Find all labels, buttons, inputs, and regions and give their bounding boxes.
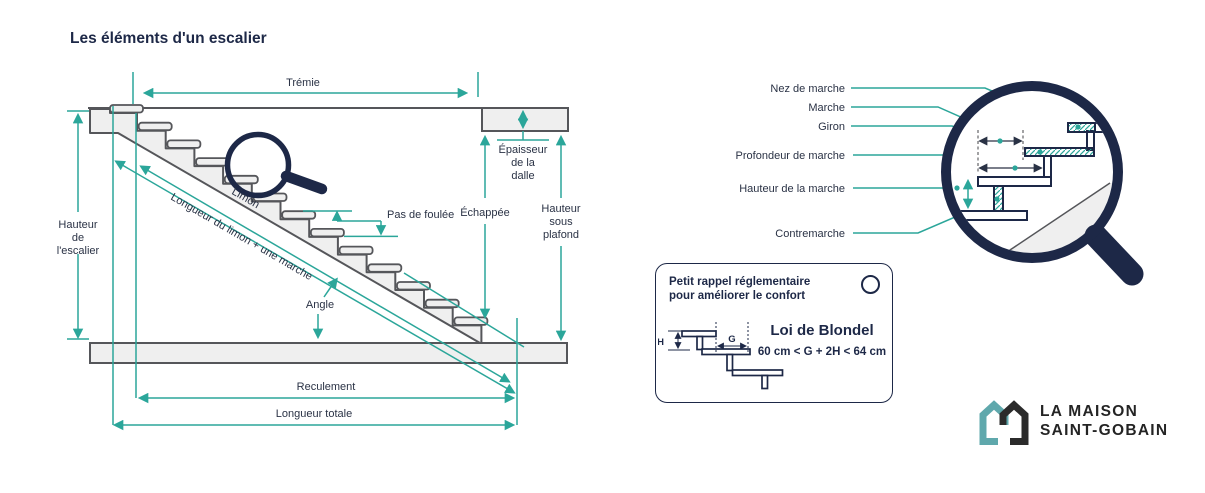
staircase-diagram: Trémie Hauteur de l'escalier Limon Longu… xyxy=(57,72,581,431)
marche-hatch xyxy=(1024,147,1095,157)
angle-arrow-up xyxy=(323,277,338,298)
label-reculement: Reculement xyxy=(297,381,356,393)
magnifier-small-handle xyxy=(280,170,328,195)
brand-logo-icon xyxy=(979,400,1029,445)
brand-logo-text: LA MAISON SAINT-GOBAIN xyxy=(1040,402,1168,440)
label-echappee: Échappée xyxy=(460,206,510,219)
label-pas-de-foulee: Pas de foulée xyxy=(387,209,454,221)
page-title: Les éléments d'un escalier xyxy=(70,30,267,47)
label-g: G xyxy=(728,334,735,345)
nosing-line xyxy=(403,272,525,348)
logo-line1: LA MAISON xyxy=(1040,403,1139,420)
label-hauteur-escalier-3: l'escalier xyxy=(57,245,100,257)
card-circle-icon xyxy=(861,275,880,294)
label-profondeur-de-marche: Profondeur de marche xyxy=(736,150,845,162)
label-epaisseur-dalle-3: dalle xyxy=(511,170,534,182)
magnifier-small-ring xyxy=(224,131,292,199)
connector-dots xyxy=(954,124,1081,202)
magnifier-large-handle xyxy=(1084,224,1144,286)
card-title-line2: pour améliorer le confort xyxy=(669,290,806,302)
limon-diagonal-lower xyxy=(114,160,516,394)
law-formula: 60 cm < G + 2H < 64 cm xyxy=(757,346,887,358)
label-h: H xyxy=(658,337,664,348)
label-hauteur-escalier-2: de xyxy=(72,232,84,244)
logo-house-dark xyxy=(999,400,1029,445)
label-giron: Giron xyxy=(818,121,845,133)
card-title: Petit rappel réglementaire pour améliore… xyxy=(669,275,810,303)
blondel-mini-diagram: H G xyxy=(658,322,784,390)
regulation-card: Petit rappel réglementaire pour améliore… xyxy=(655,263,893,403)
label-hsp-1: Hauteur xyxy=(541,203,580,215)
magnifier-small xyxy=(224,131,328,199)
label-nez-de-marche: Nez de marche xyxy=(770,83,845,95)
label-epaisseur-dalle-1: Épaisseur xyxy=(499,143,548,156)
magnifier-large-ring xyxy=(941,81,1123,263)
blondel-law: Loi de Blondel 60 cm < G + 2H < 64 cm xyxy=(756,322,888,358)
label-contremarche: Contremarche xyxy=(775,228,845,240)
dimension-lines xyxy=(67,72,567,431)
label-hsp-2: sous xyxy=(549,216,573,228)
law-title: Loi de Blondel xyxy=(770,322,874,339)
label-tremie: Trémie xyxy=(286,77,320,89)
label-hsp-3: plafond xyxy=(543,229,579,241)
logo-line2: SAINT-GOBAIN xyxy=(1040,422,1169,439)
label-epaisseur-dalle-2: de la xyxy=(511,157,536,169)
label-longueur-totale: Longueur totale xyxy=(276,408,352,420)
floor-slab xyxy=(89,342,568,364)
label-marche: Marche xyxy=(808,102,845,114)
label-hauteur-de-la-marche: Hauteur de la marche xyxy=(739,183,845,195)
label-hauteur-escalier-1: Hauteur xyxy=(58,219,97,231)
nez-de-marche-hatch xyxy=(1067,122,1096,133)
card-title-line1: Petit rappel réglementaire xyxy=(669,276,811,288)
ceiling-slab xyxy=(481,107,569,132)
label-angle: Angle xyxy=(306,299,334,311)
step-detail-diagram: Nez de marche Marche Giron Profondeur de… xyxy=(736,81,1144,286)
